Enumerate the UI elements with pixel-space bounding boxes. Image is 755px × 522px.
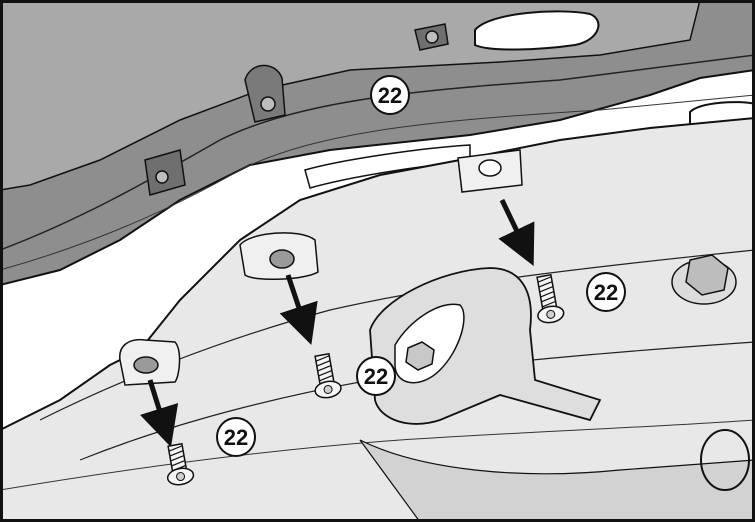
cover-boss-3: [144, 149, 186, 196]
callout-circle: [216, 417, 256, 457]
hole-icon: [478, 159, 502, 177]
callout-label: 22: [594, 280, 618, 305]
mount-tab-2: [239, 232, 319, 281]
callout-3: 22: [356, 356, 396, 396]
callout-circle: [586, 272, 626, 312]
arrow-down-icon: [498, 198, 535, 267]
bolt-icon: [166, 442, 195, 486]
cover-boss-1: [414, 23, 449, 51]
screw-group-1: [139, 379, 195, 486]
body-panel: [0, 116, 755, 522]
callout-label: 22: [224, 425, 248, 450]
body-panel-shade: [359, 439, 755, 522]
mount-tab-3: [457, 149, 523, 193]
hole-icon: [425, 30, 439, 44]
callout-circle: [370, 75, 410, 115]
nut-icon: [685, 254, 729, 296]
callout-circle: [356, 356, 396, 396]
callout-label: 22: [364, 364, 388, 389]
cover-panel-inner-ridge: [0, 94, 755, 271]
bolt-icon: [536, 273, 565, 324]
callout-4: 22: [216, 417, 256, 457]
body-panel-contour-3: [0, 419, 755, 491]
hole-icon: [133, 356, 159, 374]
bolt-icon: [314, 352, 342, 399]
hole-icon: [155, 170, 169, 184]
callout-2: 22: [586, 272, 626, 312]
callout-1: 22: [370, 75, 410, 115]
arrow-down-icon: [139, 379, 179, 448]
lower-ring: [700, 429, 750, 491]
hex-bolt: [671, 254, 737, 305]
cover-panel-ridge: [0, 54, 755, 251]
screw-group-2: [279, 274, 342, 399]
mount-tab-1: [119, 338, 181, 386]
arrow-down-icon: [279, 274, 318, 345]
center-bracket: [369, 267, 602, 425]
cover-boss-2: [244, 64, 286, 123]
cover-slot: [474, 10, 600, 51]
callout-label: 22: [378, 83, 402, 108]
hole-icon: [260, 96, 276, 112]
nut-icon: [405, 341, 435, 371]
screw-group-3: [498, 198, 565, 324]
hole-icon: [269, 249, 295, 269]
